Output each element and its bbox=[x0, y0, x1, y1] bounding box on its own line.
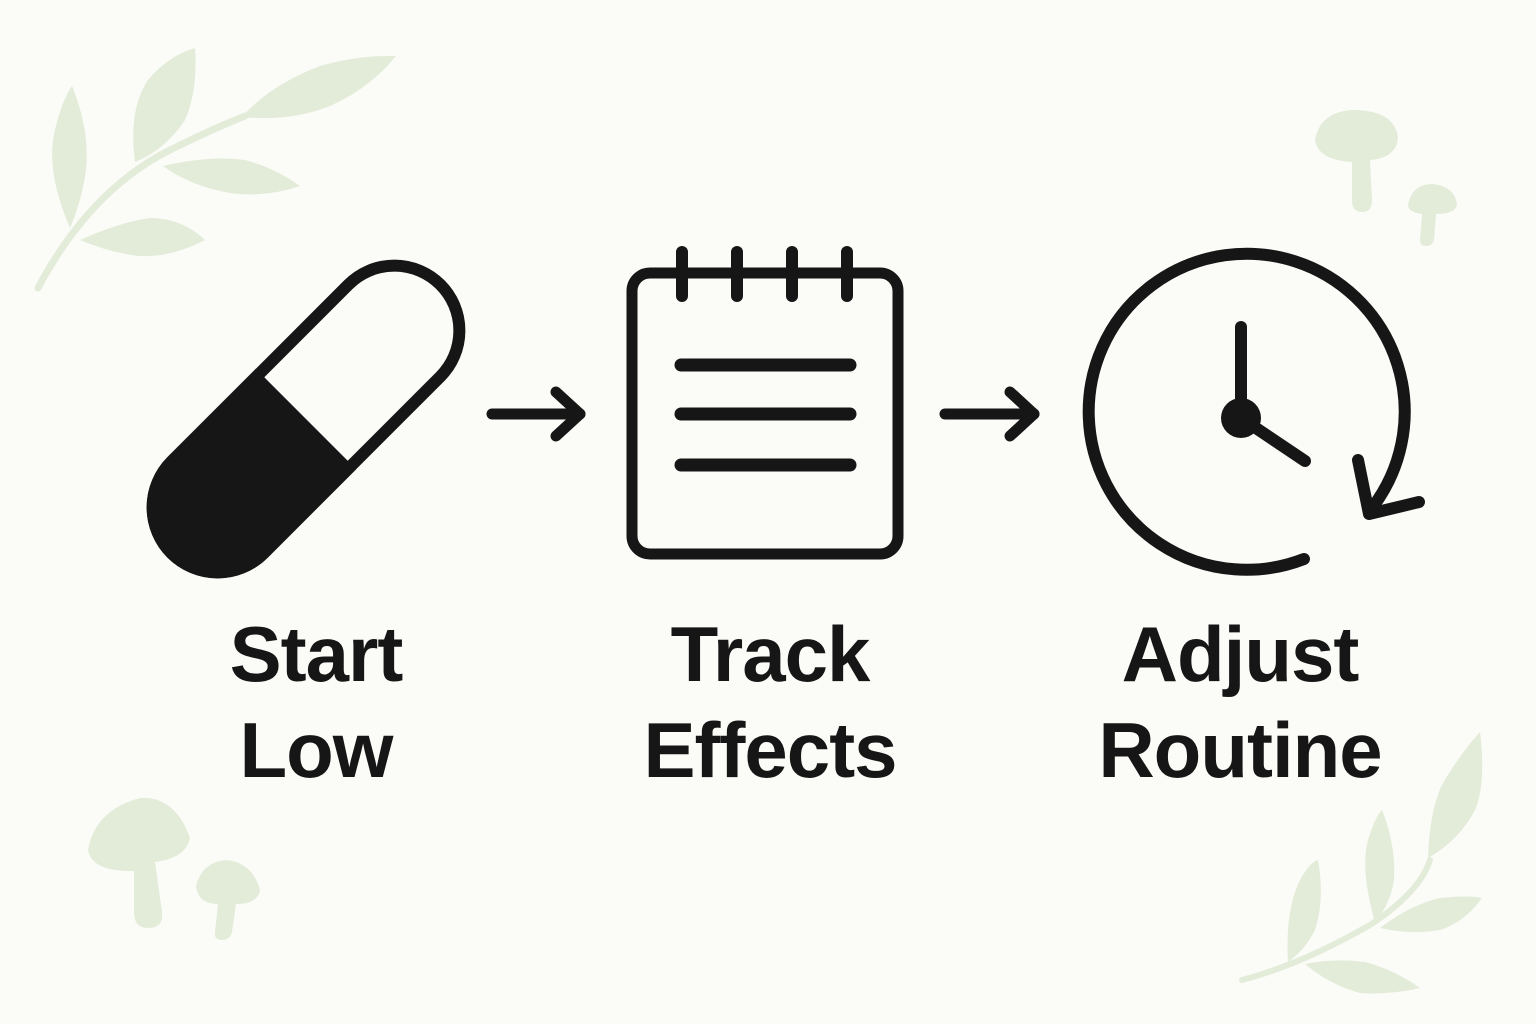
arrow-right-icon bbox=[939, 386, 1040, 442]
step-label-line2: Routine bbox=[1098, 706, 1382, 794]
step-label-line1: Adjust bbox=[1121, 610, 1360, 698]
mushroom-icon bbox=[88, 797, 260, 940]
arrow-right-icon bbox=[486, 386, 586, 442]
mushroom-icon bbox=[1315, 110, 1457, 246]
step-label-line1: Track bbox=[670, 610, 871, 698]
leaf-branch-icon bbox=[34, 48, 396, 292]
step-label-adjust-routine: Adjust Routine bbox=[1060, 606, 1420, 798]
step-label-line2: Effects bbox=[643, 706, 897, 794]
step-label-line2: Low bbox=[239, 706, 394, 794]
capsule-pill-icon bbox=[146, 259, 466, 579]
notepad-icon bbox=[626, 246, 904, 560]
leaf-branch-icon bbox=[1239, 732, 1483, 994]
clock-cycle-icon bbox=[1082, 247, 1425, 576]
step-label-line1: Start bbox=[229, 610, 404, 698]
step-label-start-low: Start Low bbox=[166, 606, 466, 798]
step-label-track-effects: Track Effects bbox=[600, 606, 940, 798]
